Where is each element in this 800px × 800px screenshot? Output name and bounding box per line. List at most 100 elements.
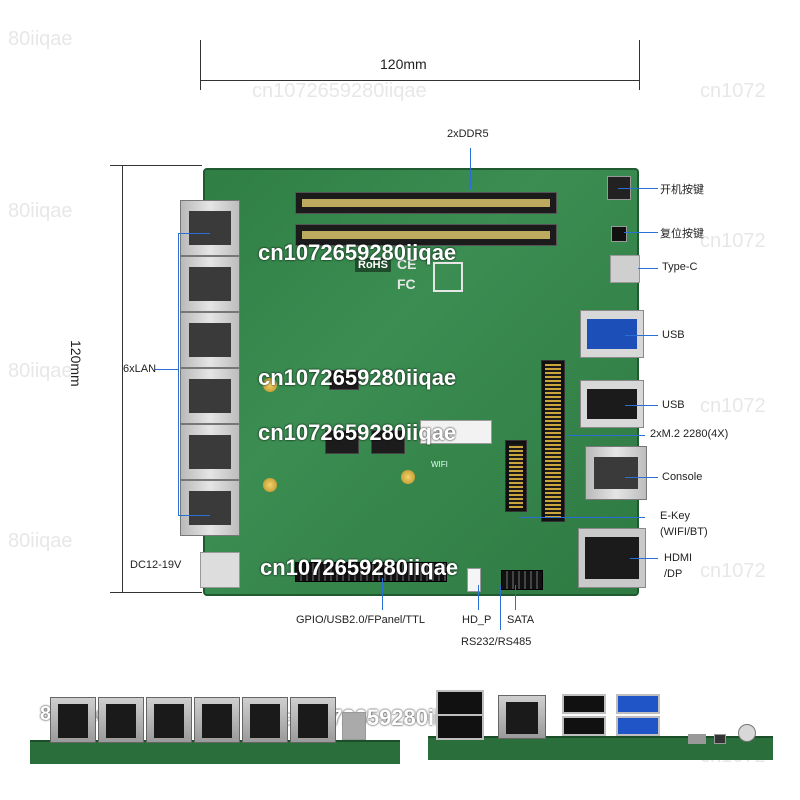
watermark-text: cn1072 — [700, 80, 766, 102]
width-dimension-tick — [200, 40, 201, 90]
typec-port-side — [688, 734, 706, 744]
ddr-label: 2xDDR5 — [447, 128, 489, 140]
usb-label: USB — [662, 329, 685, 341]
usb-port — [580, 380, 644, 428]
reset-button[interactable] — [611, 226, 627, 242]
height-dimension-line — [122, 165, 123, 593]
ekey-leader — [520, 517, 645, 518]
lan-port-side — [242, 697, 288, 743]
hdp-header — [467, 568, 481, 592]
sata-label: SATA — [507, 614, 535, 626]
dc-label: DC12-19V — [130, 559, 182, 571]
watermark-text: 80iiqae — [8, 200, 73, 222]
chip — [325, 430, 359, 454]
lan-port — [180, 368, 240, 424]
lan-port — [180, 200, 240, 256]
typec-label: Type-C — [662, 261, 698, 273]
watermark-text: cn1072659280iiqae — [252, 80, 427, 102]
lan-port-side — [98, 697, 144, 743]
height-dimension-tick — [110, 165, 202, 166]
dc-jack-side — [342, 712, 366, 740]
rohs-mark: RoHS — [355, 258, 391, 272]
ekey-sublabel: (WIFI/BT) — [660, 526, 708, 538]
usb2-leader — [625, 405, 658, 406]
fc-mark: FC — [397, 276, 416, 292]
ce-mark: CE — [397, 256, 417, 272]
usb-port-side — [616, 716, 660, 736]
console-port — [585, 446, 647, 500]
lan-port — [180, 256, 240, 312]
usb-port-side — [562, 716, 606, 736]
height-dimension-label: 120mm — [68, 340, 84, 387]
watermark-overlay: cn1072659280iiqae — [260, 555, 459, 580]
watermark-text: cn1072 — [700, 395, 766, 417]
usb-label: USB — [662, 399, 685, 411]
hdmi-port-side — [436, 690, 484, 716]
dc-jack — [200, 552, 240, 588]
console-label: Console — [662, 471, 703, 483]
mounting-hole — [263, 478, 277, 492]
power-button-side — [738, 724, 756, 742]
lan-port — [180, 480, 240, 536]
watermark-overlay: cn1072659280iiqae — [258, 365, 457, 390]
chip — [329, 370, 359, 390]
reset-leader — [624, 232, 658, 233]
sata-header — [501, 570, 543, 590]
hdmi-label: HDMI — [664, 552, 693, 564]
m2-slot — [541, 360, 565, 522]
chip — [371, 430, 405, 454]
height-dimension-tick — [110, 592, 202, 593]
mounting-hole — [401, 470, 415, 484]
watermark-text: 80iiqae — [8, 28, 73, 50]
reset-button-side — [714, 734, 726, 744]
m2-label: 2xM.2 2280(4X) — [650, 428, 729, 440]
lan-label: 6xLAN — [123, 363, 157, 375]
width-dimension-label: 120mm — [380, 56, 427, 72]
ddr-leader — [470, 148, 471, 190]
lan-leader — [178, 515, 210, 516]
dp-port-side — [436, 714, 484, 740]
watermark-overlay: cn1072659280iiqae — [258, 420, 457, 445]
mounting-hole — [263, 378, 277, 392]
left-io-strip — [30, 740, 400, 764]
power-button-label: 开机按键 — [660, 184, 704, 196]
watermark-text: 80iiqae — [8, 360, 73, 382]
power-leader — [618, 188, 658, 189]
weee-mark — [433, 262, 463, 292]
ddr-slot — [295, 192, 557, 214]
sata-leader — [515, 585, 516, 610]
ekey-label: E-Key — [660, 510, 690, 522]
lan-port-side — [194, 697, 240, 743]
component-block — [420, 420, 492, 444]
gpio-label: GPIO/USB2.0/FPanel/TTL — [296, 614, 425, 626]
gpio-leader — [382, 578, 383, 610]
lan-port-side — [50, 697, 96, 743]
watermark-text: 80iiqae — [8, 530, 73, 552]
gpio-header — [295, 562, 447, 582]
watermark-overlay: cn1072659280iiqae — [258, 240, 457, 265]
usb1-leader — [625, 335, 658, 336]
wifi-silkscreen: WIFI — [431, 460, 448, 469]
usb-port-side — [616, 694, 660, 714]
typec-leader — [638, 268, 658, 269]
usb-port — [580, 310, 644, 358]
watermark-text: cn1072 — [700, 560, 766, 582]
hdmi-leader — [630, 558, 658, 559]
ddr-slot — [295, 224, 557, 246]
watermark-text: cn1072 — [700, 230, 766, 252]
console-port-side — [498, 695, 546, 739]
lan-leader — [155, 369, 178, 370]
width-dimension-tick — [639, 40, 640, 90]
m2-leader — [567, 435, 645, 436]
width-dimension-line — [200, 80, 640, 81]
hdp-leader — [478, 585, 479, 610]
console-leader — [625, 477, 658, 478]
usb-port-side — [562, 694, 606, 714]
typec-port — [610, 255, 640, 283]
lan-leader — [178, 233, 210, 234]
reset-button-label: 复位按键 — [660, 228, 704, 240]
lan-port — [180, 312, 240, 368]
lan-port-side — [290, 697, 336, 743]
rs-leader — [500, 585, 501, 630]
lan-port — [180, 424, 240, 480]
